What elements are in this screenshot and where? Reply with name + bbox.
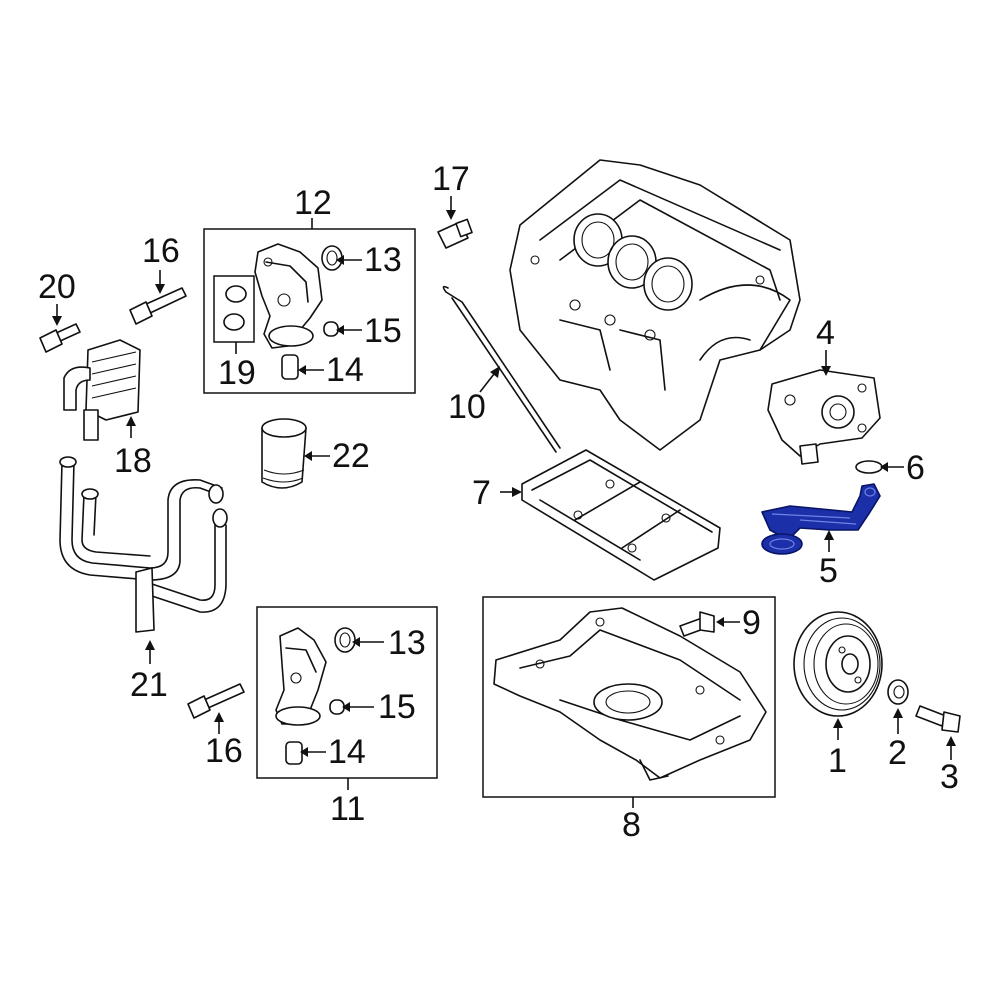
callout-18: 18 [114,442,152,480]
callout-7: 7 [472,474,491,512]
part-18-oil-cooler: 18 [63,339,152,480]
part-7-oil-baffle: 7 [472,449,721,581]
part-1-crankshaft-pulley: 1 [793,611,883,780]
part-16-bolt-top: 16 [129,232,187,325]
callout-14-top: 14 [326,351,364,389]
part-16-bolt-bottom: 16 [187,683,245,770]
callout-22: 22 [332,437,370,475]
group-11-box: 11 13 15 14 [256,606,438,828]
callout-13-top: 13 [364,241,402,279]
callout-8: 8 [622,806,641,844]
callout-13-bottom: 13 [388,624,426,662]
part-10-dipstick: 10 [442,285,561,453]
callout-17: 17 [432,160,470,198]
part-6-gasket: 6 [855,449,925,487]
callout-6: 6 [906,449,925,487]
callout-3: 3 [940,758,959,796]
callout-16-top: 16 [142,232,180,270]
part-2-washer: 2 [887,679,909,772]
callout-4: 4 [816,314,835,352]
callout-14-bottom: 14 [328,733,366,771]
part-22-oil-filter: 22 [261,418,370,489]
callout-19: 19 [218,354,256,392]
callout-15-top: 15 [364,312,402,350]
part-9-bolt: 9 [679,604,761,642]
callout-11: 11 [330,790,365,828]
part-3-bolt: 3 [915,705,961,796]
callout-9: 9 [742,604,761,642]
part-20-bolt: 20 [38,268,81,353]
part-4-oil-pump: 4 [767,314,881,465]
group-8-box: 8 [482,596,776,844]
part-17-sensor: 17 [432,160,473,249]
callout-2: 2 [888,734,907,772]
part-21-cooler-hoses: 21 [59,456,228,704]
callout-21: 21 [130,666,168,704]
group-12-box: 12 13 15 14 19 [203,184,416,394]
engine-block [509,159,801,451]
callout-5: 5 [819,552,838,590]
callout-10: 10 [448,388,486,426]
part-5-oil-pickup-tube: 5 [761,483,881,590]
callout-1: 1 [828,742,847,780]
callout-12: 12 [294,184,332,222]
callout-16-bottom: 16 [205,732,243,770]
callout-20: 20 [38,268,76,306]
callout-15-bottom: 15 [378,688,416,726]
